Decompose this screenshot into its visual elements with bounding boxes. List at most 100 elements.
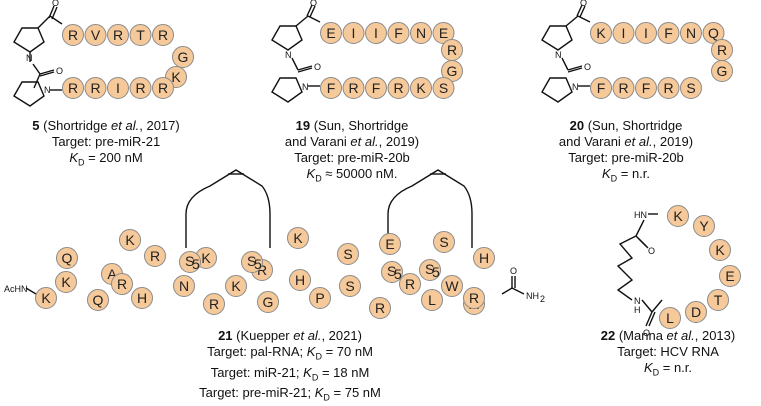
m22-ring-3-label: E bbox=[725, 268, 734, 284]
mol-number: 19 bbox=[295, 118, 311, 133]
ref-year: , 2021) bbox=[321, 328, 362, 343]
m21-low-12-bead bbox=[369, 297, 391, 319]
m20-bottom-4-label: S bbox=[686, 80, 695, 96]
m19-top-2-bead bbox=[365, 22, 387, 44]
kd-symbol: K bbox=[314, 385, 324, 401]
m5-turn-1-label: K bbox=[171, 69, 181, 85]
m5-top-4-bead bbox=[152, 24, 174, 46]
m20-turn-1-bead bbox=[711, 60, 733, 82]
ref-etal: et al. bbox=[111, 118, 140, 133]
caps-21: AcHN O NH 2 bbox=[4, 266, 545, 304]
ref-text: (Kuepper bbox=[232, 328, 294, 343]
ref-text: (Manna bbox=[615, 328, 667, 343]
kd-symbol: K bbox=[69, 150, 78, 165]
ref-text: (Sun, Shortridge bbox=[310, 118, 409, 133]
m20-top-1-label: I bbox=[622, 25, 626, 41]
m20-top-0-bead bbox=[590, 22, 612, 44]
m21-up-7-bead bbox=[337, 243, 359, 265]
kd-sub: D bbox=[652, 367, 660, 378]
m21-low-3-label: R bbox=[117, 276, 127, 292]
m20-turn-1-label: G bbox=[717, 63, 728, 79]
m21-up-9-label: S bbox=[439, 234, 448, 250]
m20-top-3-bead bbox=[657, 22, 680, 44]
m20-bottom-0-label: F bbox=[597, 80, 606, 96]
m5-top-2-bead bbox=[107, 24, 129, 46]
atom-hn: HN bbox=[634, 210, 647, 220]
staple-label: S bbox=[425, 261, 434, 277]
m19-bottom-5-label: S bbox=[439, 80, 448, 96]
kd-symbol: K bbox=[601, 166, 611, 181]
kd-sub: D bbox=[77, 157, 85, 168]
m5-top-1-label: V bbox=[91, 27, 101, 43]
m5-top-3-label: T bbox=[136, 27, 145, 43]
atom-o: O bbox=[310, 0, 317, 8]
caption-21: 21 (Kuepper et al., 2021) Target: pal-RN… bbox=[170, 328, 410, 406]
m20-top-1-bead bbox=[612, 22, 635, 44]
m5-bottom-0-bead bbox=[62, 77, 84, 99]
m19-top-3-bead bbox=[387, 22, 410, 44]
m5-bottom-2-bead bbox=[107, 77, 129, 99]
ref-etal: et al. bbox=[293, 328, 322, 343]
m5-bottom-1-label: R bbox=[90, 80, 100, 96]
target-2: Target: miR-21; bbox=[210, 364, 304, 380]
m19-bottom-2-label: F bbox=[372, 80, 381, 96]
m21-low-14-bead bbox=[421, 289, 443, 311]
m21-up-2-label: K bbox=[125, 232, 135, 248]
m19-top-0-bead bbox=[320, 22, 342, 44]
caption-19: 19 (Sun, Shortridge and Varani et al., 2… bbox=[262, 118, 442, 187]
m20-bottom-2-bead bbox=[635, 77, 657, 99]
m5-top-4-label: R bbox=[158, 27, 168, 43]
m22-ring-5-bead bbox=[685, 301, 707, 323]
m19-top-1-label: I bbox=[352, 25, 356, 41]
m21-low-2-label: Q bbox=[93, 292, 104, 308]
m21-staple-2-bead bbox=[381, 261, 403, 283]
m19-bottom-0-label: F bbox=[327, 80, 336, 96]
m22-ring-5-label: D bbox=[691, 304, 701, 320]
m22-ring-2-label: K bbox=[715, 242, 725, 258]
m5-bottom-2-label: I bbox=[116, 80, 120, 96]
m21-up-8-bead bbox=[379, 233, 401, 255]
target: Target: pre-miR-21 bbox=[51, 134, 161, 149]
m21-up-4-label: K bbox=[201, 250, 211, 266]
m19-top-3-label: F bbox=[394, 25, 403, 41]
ref-etal: et al. bbox=[350, 134, 379, 149]
m5-top-1-bead bbox=[84, 24, 107, 46]
atom-n3: N bbox=[302, 82, 309, 92]
m22-ring-4-bead bbox=[707, 289, 729, 311]
ref-text: (Sun, Shortridge bbox=[584, 118, 683, 133]
atom-o: O bbox=[52, 0, 59, 8]
m21-low-5-bead bbox=[173, 275, 195, 297]
atom-n: N bbox=[285, 50, 292, 60]
m19-top-2-label: I bbox=[374, 25, 378, 41]
m5-top-2-label: R bbox=[113, 27, 123, 43]
kd-value: = 18 nM bbox=[318, 364, 370, 380]
m21-up-1-label: A bbox=[107, 266, 117, 282]
kd-symbol: K bbox=[643, 360, 653, 375]
m5-top-0-label: R bbox=[68, 27, 78, 43]
m20-bottom-0-bead bbox=[590, 77, 612, 99]
m21-up-7-label: S bbox=[343, 246, 352, 262]
m21-low-15-label: W bbox=[445, 278, 459, 294]
target: Target: pre-miR-20b bbox=[294, 150, 410, 165]
atom-h: H bbox=[634, 305, 641, 315]
staple-sub: 5 bbox=[432, 264, 440, 280]
m21-low-6-bead bbox=[203, 293, 225, 315]
m22-ring-0-bead bbox=[667, 205, 689, 227]
m22-ring-2-bead bbox=[709, 239, 731, 261]
m22-ring-1-bead bbox=[693, 215, 715, 237]
m20-top-5-label: Q bbox=[708, 25, 719, 41]
m21-up-8-label: E bbox=[385, 236, 394, 252]
m21-up-0-label: Q bbox=[62, 250, 73, 266]
m21-low-8-label: G bbox=[263, 294, 274, 310]
m21-up-2-bead bbox=[119, 229, 141, 251]
kd-sub: D bbox=[315, 351, 322, 362]
m21-low-6-label: R bbox=[209, 296, 219, 312]
m5-turn-0-label: G bbox=[178, 49, 189, 65]
m21-low-10-label: P bbox=[315, 290, 324, 306]
m19-top-1-bead bbox=[342, 22, 365, 44]
m21-low-7-label: K bbox=[231, 278, 241, 294]
m21-low-17-label: R bbox=[469, 290, 479, 306]
m22-ring-6-bead bbox=[659, 307, 681, 329]
m5-top-3-bead bbox=[129, 24, 152, 46]
